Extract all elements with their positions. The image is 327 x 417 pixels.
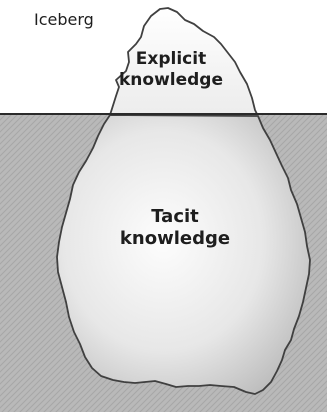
explicit-knowledge-label: Explicit knowledge [108,49,234,90]
iceberg-above-water [109,7,259,114]
explicit-knowledge-text: Explicit knowledge [118,49,224,90]
diagram-title: Iceberg [34,10,94,29]
iceberg-below-water [56,114,311,395]
tacit-knowledge-text: Tacit knowledge [119,206,231,249]
tacit-knowledge-label: Tacit knowledge [100,206,250,250]
